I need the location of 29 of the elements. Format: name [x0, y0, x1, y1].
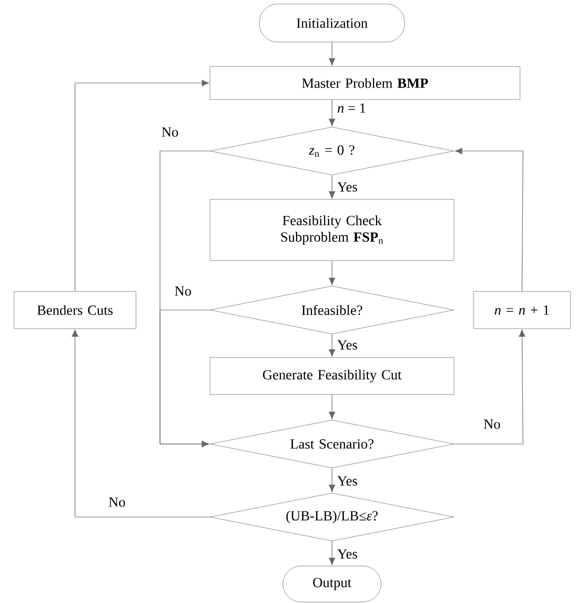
arrow [454, 148, 524, 292]
arrow [328, 260, 336, 286]
end-terminal: Output [282, 566, 382, 602]
process-box: Benders Cuts [14, 291, 136, 329]
edge-label: No [160, 126, 180, 138]
edge-label: No [482, 418, 502, 430]
arrow [454, 329, 526, 444]
arrow [328, 394, 336, 420]
arrow [328, 42, 336, 66]
arrow [328, 468, 336, 492]
process-box: Master Problem BMP [210, 66, 520, 100]
edge-label: Yes [336, 181, 359, 193]
edge-label: Yes [336, 475, 359, 487]
arrow [74, 80, 210, 292]
edge-label: Yes [336, 548, 359, 560]
process-box: n = n + 1 [473, 291, 571, 329]
edge-label: n = 1 [336, 102, 368, 114]
process-box: Feasibility Check Subproblem FSP$_{n}$ [210, 199, 454, 261]
start-terminal: Initialization [259, 4, 405, 42]
process-box: Generate Feasibility Cut [210, 357, 454, 395]
arrow [328, 174, 336, 199]
edge-label: Yes [336, 339, 359, 351]
arrow [72, 329, 210, 518]
arrow [160, 310, 210, 448]
edge-label: No [173, 286, 193, 297]
arrow [328, 540, 336, 566]
arrow [328, 99, 336, 126]
arrow [328, 334, 336, 357]
edge-label: No [107, 496, 127, 508]
